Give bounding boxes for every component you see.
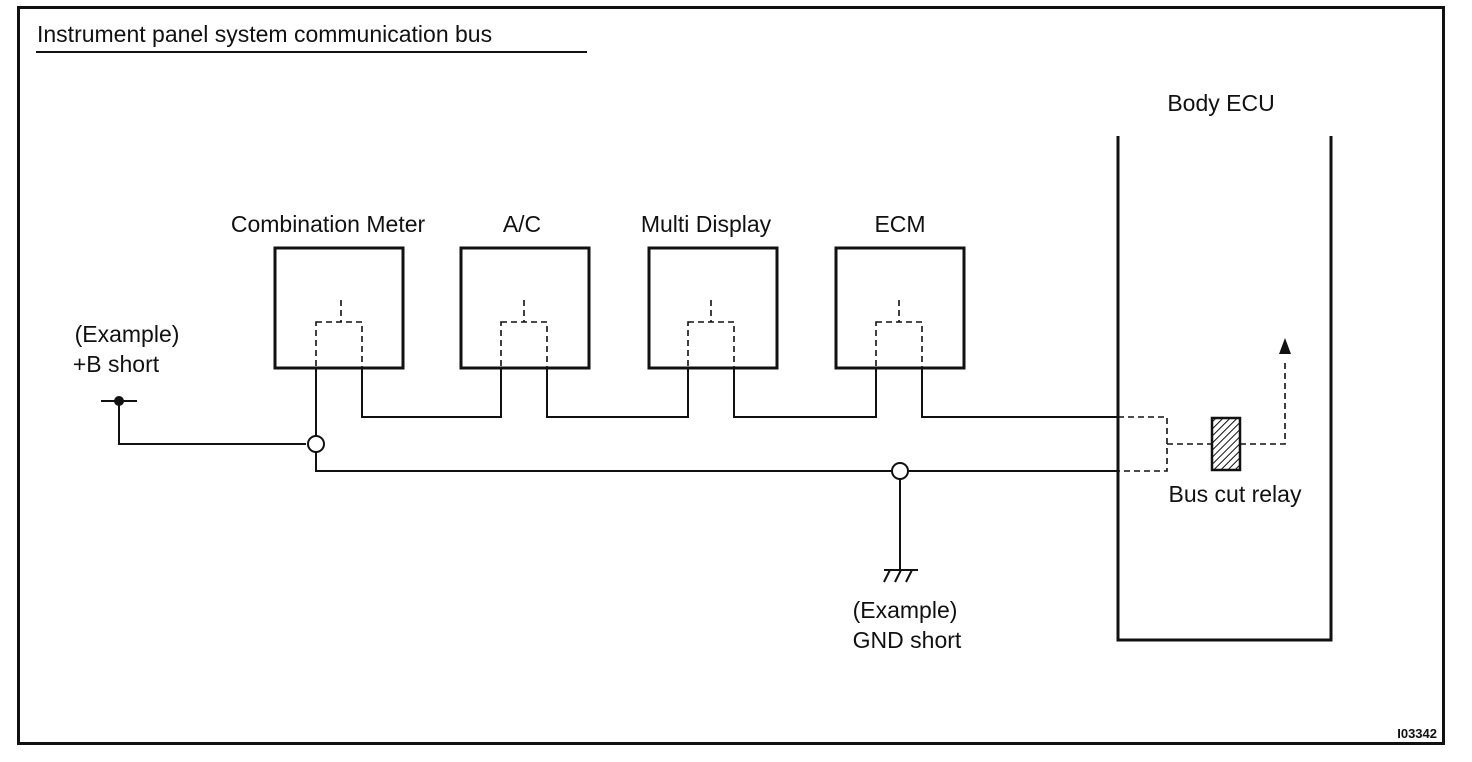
b-short-label-1: (Example) (75, 321, 180, 347)
ground-symbol-icon (883, 569, 918, 583)
multi-display-box (647, 246, 779, 370)
arrow-up-icon (1279, 338, 1291, 354)
bus-line-upper-2 (546, 368, 689, 418)
combination-meter-label: Combination Meter (231, 211, 426, 237)
bus-cut-relay-label: Bus cut relay (1169, 481, 1302, 507)
ecm-transceiver (875, 300, 923, 369)
bus-line-upper-4 (921, 368, 1118, 418)
relay-coil-icon (1210, 416, 1242, 472)
ac-transceiver (500, 300, 548, 369)
figure-code: I03342 (1397, 726, 1437, 741)
b-short-example (101, 396, 325, 453)
ecm-box (834, 246, 966, 370)
short-point-icon (307, 435, 325, 453)
body-ecu-label: Body ECU (1167, 90, 1274, 116)
bus-line-upper (361, 368, 502, 418)
diagram-frame (17, 6, 1445, 745)
short-point-icon (891, 462, 909, 480)
combination-meter-transceiver (315, 300, 363, 369)
multi-display-transceiver (687, 300, 735, 369)
ecm-label: ECM (874, 211, 925, 237)
gnd-short-example (883, 462, 918, 583)
bus-line-upper-3 (733, 368, 877, 418)
body-ecu-outline (1116, 136, 1333, 642)
combination-meter-box (273, 246, 405, 370)
gnd-short-label-1: (Example) (853, 597, 958, 623)
bus-cut-relay (1118, 338, 1291, 472)
ac-label: A/C (503, 211, 541, 237)
diagram-title: Instrument panel system communication bu… (37, 21, 492, 47)
ac-box (459, 246, 591, 370)
multi-display-label: Multi Display (641, 211, 772, 237)
b-short-label-2: +B short (73, 351, 160, 377)
gnd-short-label-2: GND short (853, 627, 962, 653)
bus-line-lower (315, 368, 1118, 472)
